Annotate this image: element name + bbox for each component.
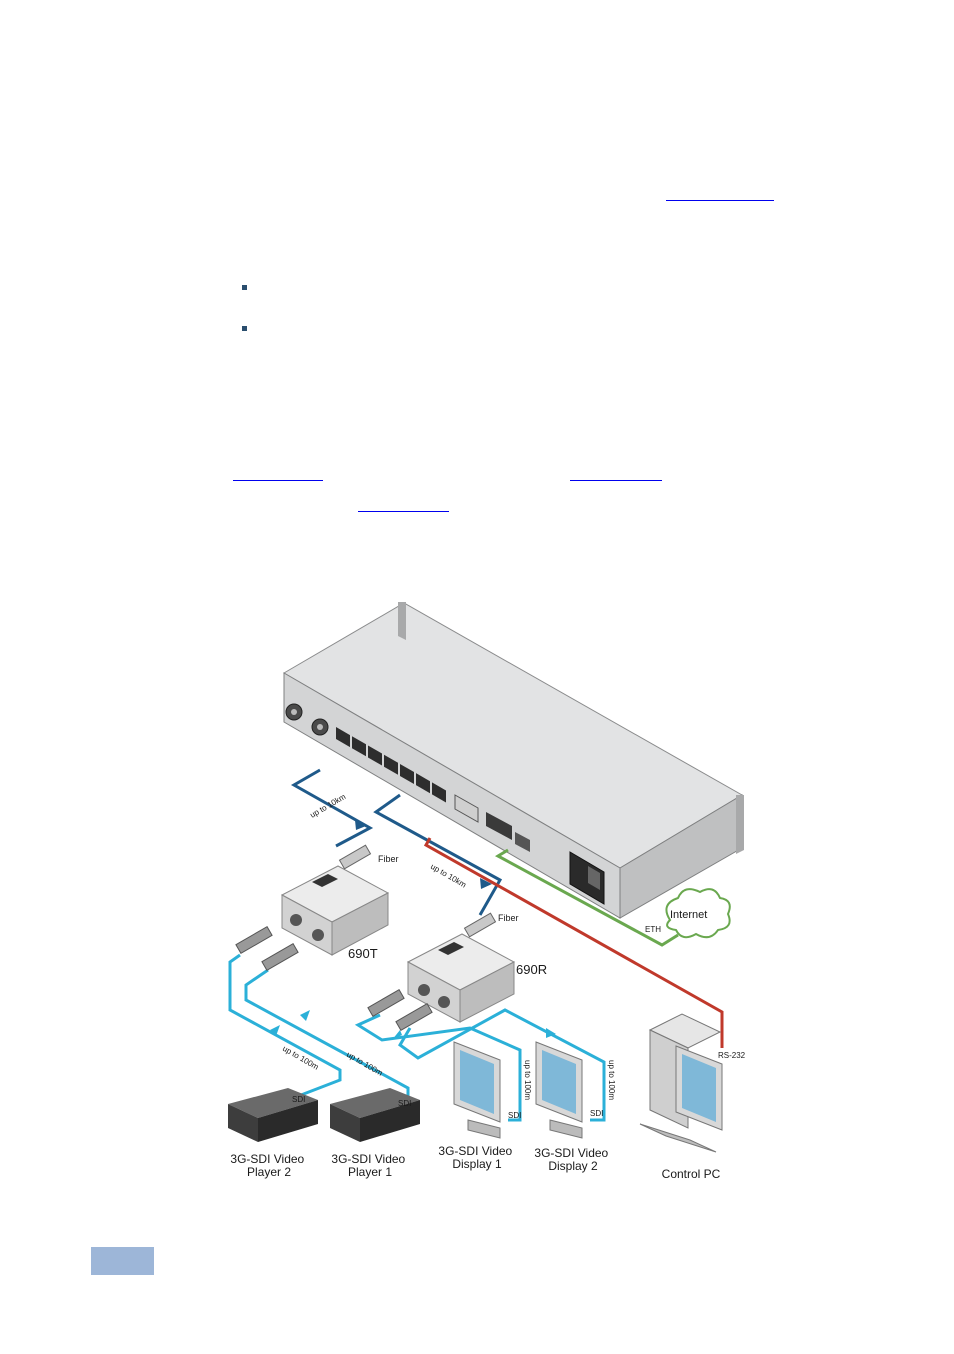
link-underline[interactable] [358,511,449,512]
fiber-cable-tx [290,768,374,848]
sdi-cable-display2 [398,1008,606,1122]
fiber-cable-rx [373,793,503,916]
label-fiber-rx: Fiber [498,913,519,923]
rs232-cable [423,837,724,1048]
label-sdi-distance-d1: up to 100m [523,1060,532,1100]
label-690r: 690R [516,962,547,977]
label-sdi-d1: SDI [508,1111,521,1120]
label-display-2: 3G-SDI Video Display 2 [534,1146,611,1173]
label-internet: Internet [670,909,707,921]
link-underline[interactable] [570,480,662,481]
label-690t: 690T [348,946,378,961]
bullet-marker [242,285,247,290]
link-underline[interactable] [233,480,323,481]
label-sdi-distance-d2: up to 100m [607,1060,616,1100]
label-sdi-d2: SDI [590,1109,603,1118]
sdi-cable-player2 [228,953,342,1102]
main-rack-unit [283,602,744,919]
internet-cloud [665,888,731,939]
display-1 [453,1041,501,1139]
label-sdi-p2: SDI [292,1095,305,1104]
label-fiber-tx: Fiber [378,854,399,864]
690t-transmitter [280,865,390,956]
label-player-2: 3G-SDI Video Player 2 [230,1152,307,1179]
label-rs232: RS-232 [718,1051,746,1060]
player-2 [228,1088,318,1142]
690r-receiver [406,933,516,1023]
bullet-marker [242,326,247,331]
control-pc [639,1013,723,1153]
ethernet-cable [494,848,679,947]
display-2 [535,1041,583,1139]
page-number-tab [91,1247,154,1275]
label-player-1: 3G-SDI Video Player 1 [331,1152,408,1179]
label-display-1: 3G-SDI Video Display 1 [438,1144,515,1171]
link-underline[interactable] [666,200,774,201]
label-sdi-p1: SDI [398,1099,411,1108]
label-control-pc: Control PC [662,1167,721,1181]
label-eth: ETH [645,925,661,934]
player-1 [330,1088,420,1142]
label-sdi-distance-p1: up to 100m [345,1050,384,1078]
